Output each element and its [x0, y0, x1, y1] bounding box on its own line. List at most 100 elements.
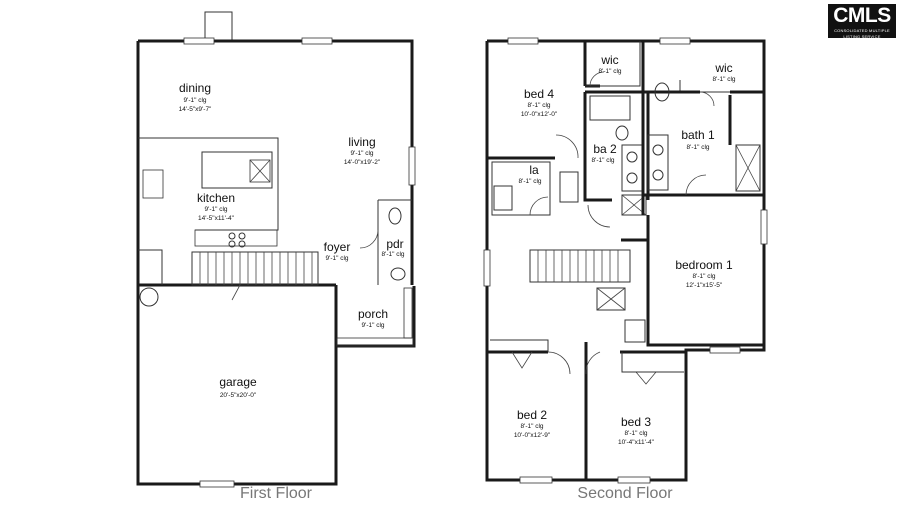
wic-b-door-swing — [699, 91, 715, 107]
room-name: pdr — [386, 237, 403, 251]
room-name: living — [348, 135, 375, 149]
bedroom1-walls — [621, 215, 764, 347]
room-ceiling: 8'-1" clg — [624, 430, 647, 437]
ba2-sink — [626, 151, 638, 163]
window — [760, 209, 768, 245]
window — [183, 37, 215, 45]
water-heater — [139, 287, 159, 307]
room-ceiling: 8'-1" clg — [527, 102, 550, 109]
wic-a-door-swing — [589, 71, 605, 87]
room-name: ba 2 — [593, 142, 617, 156]
window — [483, 249, 491, 287]
room-name: dining — [179, 81, 211, 95]
la-walls — [491, 161, 551, 216]
la-door-swing — [529, 196, 549, 216]
kitchen-sink — [249, 159, 271, 183]
window — [408, 146, 416, 186]
second-floor-exterior-walls — [485, 39, 766, 482]
room-name: bed 2 — [517, 408, 547, 422]
attic-hatch — [596, 287, 626, 311]
ba2-tub — [589, 95, 631, 121]
window — [709, 346, 741, 354]
labels-second-floor: bed 4 8'-1" clg 10'-0"x12'-0" wic 8'-1" … — [514, 53, 736, 502]
closet-bifold — [511, 351, 657, 385]
range-burner — [228, 240, 236, 248]
room-ceiling: 8'-1" clg — [381, 251, 404, 258]
window — [519, 476, 553, 484]
room-ceiling: 8'-1" clg — [518, 178, 541, 185]
ba2-sink — [626, 172, 638, 184]
sink-x — [249, 159, 271, 183]
pantry-wall — [138, 249, 163, 285]
bath1-walls — [643, 95, 764, 197]
range-burner — [238, 240, 246, 248]
room-ceiling: 8'-1" clg — [591, 157, 614, 164]
window — [199, 480, 235, 488]
room-ceiling: 8'-1" clg — [712, 76, 735, 83]
room-ceiling: 8'-1" clg — [686, 144, 709, 151]
pdr-walls — [377, 199, 412, 285]
room-name: foyer — [324, 240, 351, 254]
wic-b-walls — [648, 80, 760, 93]
room-ceiling: 8'-1" clg — [598, 68, 621, 75]
wic-b-frame — [641, 41, 764, 215]
bath1-sink — [652, 144, 664, 156]
closet — [624, 319, 646, 343]
room-ceiling: 9'-1" clg — [361, 322, 384, 329]
shower-x — [735, 144, 761, 192]
bed3-door-swing — [585, 351, 601, 375]
room-size: 10'-4"x11'-4" — [618, 439, 655, 446]
room-name: garage — [219, 375, 257, 389]
bed2-door-swing — [547, 351, 571, 375]
room-name: porch — [358, 307, 388, 321]
wic-a-walls — [585, 41, 641, 87]
room-name: la — [529, 163, 539, 177]
room-size: 10'-0"x12'-0" — [521, 111, 558, 118]
room-size: 10'-0"x12'-9" — [514, 432, 551, 439]
room-name: bed 3 — [621, 415, 651, 429]
window — [659, 37, 691, 45]
first-floor — [136, 11, 416, 488]
garage-door-swing — [231, 284, 241, 301]
bath1-shower — [735, 144, 761, 192]
room-ceiling: 9'-1" clg — [325, 255, 348, 262]
pdr-toilet — [388, 207, 402, 225]
logo-brand: CMLS — [833, 4, 891, 27]
pdr-door-swing — [359, 229, 379, 249]
room-name: bedroom 1 — [675, 258, 733, 272]
room-ceiling: 8'-1" clg — [692, 273, 715, 280]
range-burner — [238, 232, 246, 240]
stairs-first-floor — [191, 251, 319, 286]
room-ceiling: 9'-1" clg — [204, 206, 227, 213]
room-ceiling: 9'-1" clg — [350, 150, 373, 157]
hall-closet — [559, 171, 579, 203]
room-name: bed 4 — [524, 87, 554, 101]
logo-tagline: CONSOLIDATED MULTIPLE LISTING SERVICE — [834, 28, 890, 39]
room-ceiling: 8'-1" clg — [520, 423, 543, 430]
bed2-closet — [490, 339, 549, 352]
washer — [493, 185, 513, 211]
kitchen-counter — [142, 169, 164, 199]
bed2-bed3-walls — [487, 342, 686, 480]
stairs-second-floor — [529, 249, 631, 283]
bath1-vanity — [647, 134, 669, 191]
labels-first-floor: dining 9'-1" clg 14'-5"x9'-7" living 9'-… — [179, 81, 405, 502]
room-name: wic — [714, 61, 732, 75]
window — [617, 476, 651, 484]
bed4-door-swing — [555, 134, 579, 159]
room-size: 12'-1"x15'-5" — [686, 282, 723, 289]
chimney — [204, 11, 233, 41]
porch-rail — [336, 337, 414, 347]
second-floor-caption: Second Floor — [577, 485, 673, 502]
first-floor-caption: First Floor — [240, 485, 313, 502]
second-floor — [483, 37, 768, 484]
range-burner — [228, 232, 236, 240]
bath1-door-swing — [685, 174, 707, 196]
linen-closet — [621, 194, 647, 216]
room-size: 14'-0"x19'-2" — [344, 159, 381, 166]
bed3-closet — [621, 352, 684, 373]
room-name: bath 1 — [681, 128, 715, 142]
room-name: wic — [600, 53, 618, 67]
room-size: 20'-5"x20'-0" — [220, 392, 257, 399]
